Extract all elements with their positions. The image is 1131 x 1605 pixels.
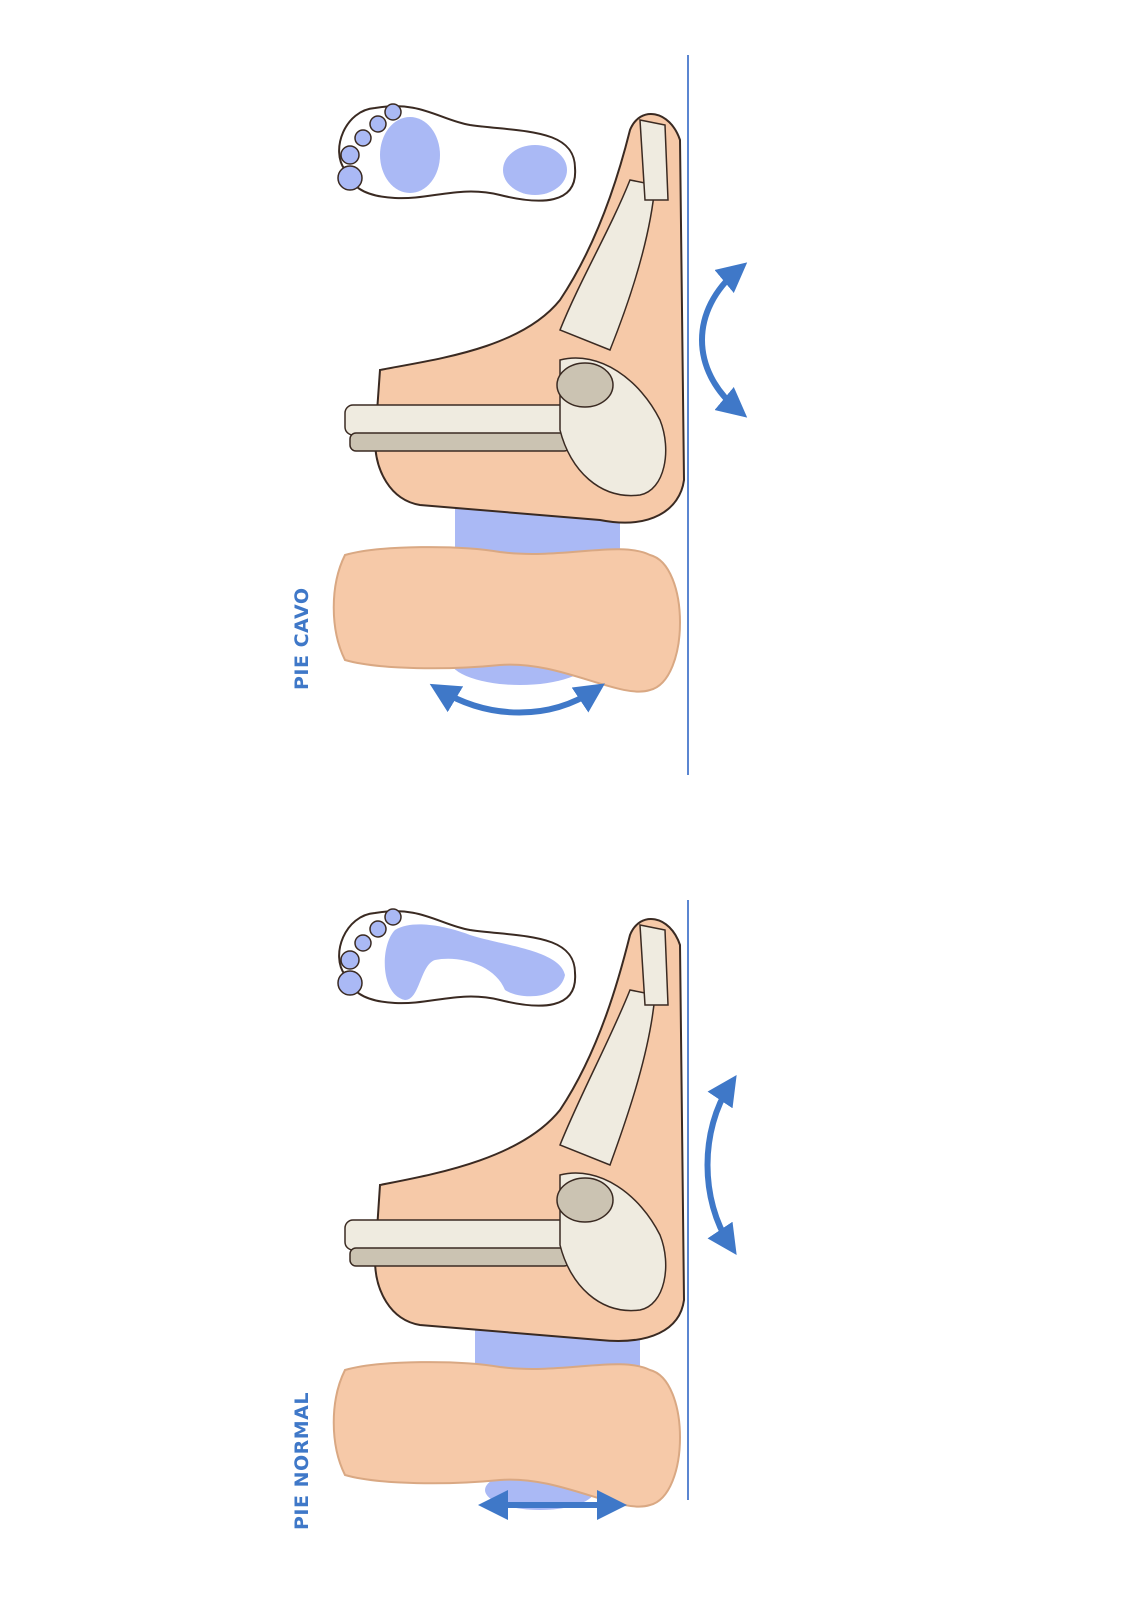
panel-pie-normal	[332, 900, 737, 1520]
foot-side-view	[344, 113, 686, 524]
foot-side-view	[344, 918, 686, 1342]
panel-label-pie-normal: PIE NORMAL	[291, 1392, 313, 1530]
footprint-icon	[337, 103, 577, 202]
double-arrow-icon	[429, 683, 605, 716]
panel-label-pie-cavo: PIE CAVO	[291, 587, 313, 690]
panel-pie-cavo	[332, 55, 748, 775]
heel-view	[332, 546, 681, 693]
heel-view	[332, 1361, 681, 1508]
double-arrow-icon	[704, 1075, 737, 1255]
footprint-icon	[337, 908, 577, 1007]
double-arrow-icon	[699, 262, 748, 418]
